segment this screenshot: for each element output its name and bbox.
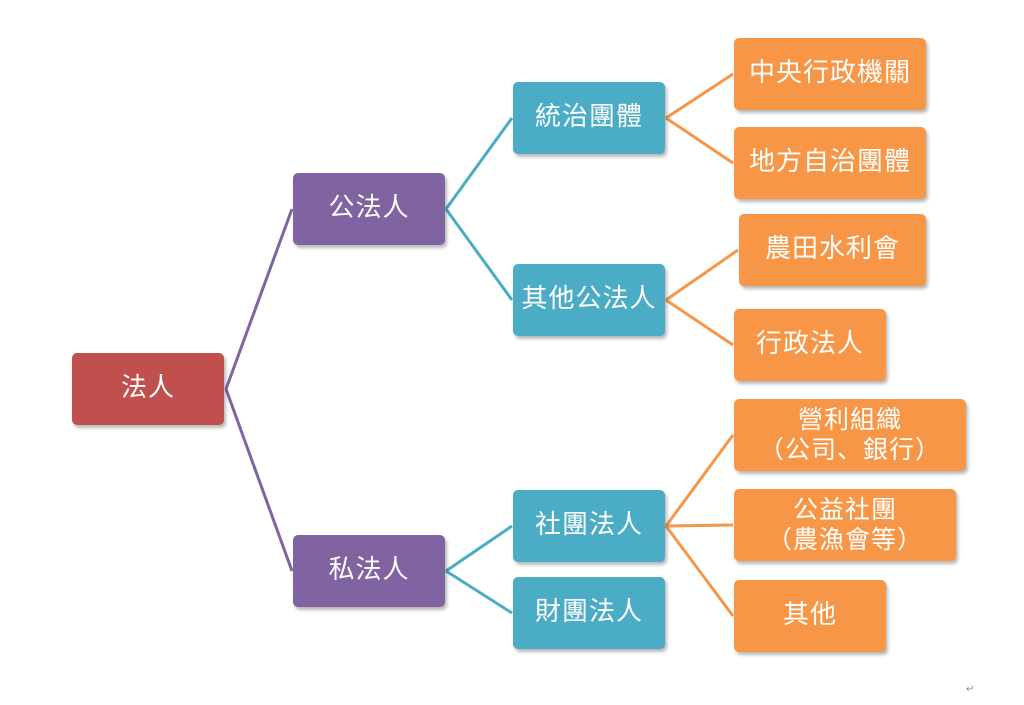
- connector-private-assoc: [445, 524, 513, 573]
- node-label: 地方自治團體: [748, 147, 911, 178]
- node-label: 社團法人: [534, 510, 643, 541]
- node-governing-body: 統治團體: [513, 82, 665, 154]
- return-mark-icon: ↵: [966, 684, 975, 695]
- node-public-benefit-association: 公益社團 （農漁會等）: [734, 489, 956, 561]
- connector-gov-central: [665, 72, 734, 120]
- node-private-juristic-person: 私法人: [293, 535, 445, 607]
- connector-root-public: [224, 208, 294, 390]
- node-label: 其他公法人: [521, 284, 657, 315]
- node-label-line2: （農漁會等）: [766, 525, 923, 554]
- node-juristic-person: 法人: [72, 353, 224, 425]
- node-label: 其他: [782, 600, 837, 631]
- connector-other-irrig: [665, 248, 739, 302]
- connector-private-found: [445, 569, 513, 615]
- connector-assoc-profit: [664, 434, 735, 527]
- node-central-administrative-agency: 中央行政機關: [734, 38, 926, 110]
- node-label: 行政法人: [755, 329, 864, 360]
- node-irrigation-association: 農田水利會: [739, 214, 926, 286]
- node-label: 公法人: [328, 193, 410, 224]
- node-label: 法人: [120, 373, 175, 404]
- node-label-line1: 營利組織: [797, 405, 902, 434]
- connector-assoc-other: [664, 525, 735, 617]
- node-label-line1: 公益社團: [792, 495, 897, 524]
- connector-public-gov: [444, 117, 514, 210]
- connector-gov-local: [665, 116, 734, 165]
- node-label: 中央行政機關: [748, 58, 911, 89]
- node-label-line2: （公司、銀行）: [758, 435, 941, 464]
- node-other-public-juristic-person: 其他公法人: [513, 264, 665, 336]
- node-incorporated-association: 社團法人: [513, 490, 665, 562]
- node-label: 農田水利會: [764, 234, 900, 265]
- node-administrative-corporation: 行政法人: [734, 309, 886, 381]
- node-public-juristic-person: 公法人: [293, 173, 445, 245]
- connector-root-private: [224, 388, 294, 572]
- node-label: 統治團體: [534, 102, 643, 133]
- node-for-profit-organization: 營利組織 （公司、銀行）: [734, 399, 966, 471]
- node-label: 私法人: [328, 555, 410, 586]
- connector-assoc-publicben: [665, 523, 734, 528]
- node-foundation: 財團法人: [513, 577, 665, 649]
- node-label: 財團法人: [534, 597, 643, 628]
- node-local-self-government: 地方自治團體: [734, 127, 926, 199]
- connector-public-other: [444, 208, 514, 301]
- node-other: 其他: [734, 580, 886, 652]
- connector-other-admin: [665, 298, 734, 347]
